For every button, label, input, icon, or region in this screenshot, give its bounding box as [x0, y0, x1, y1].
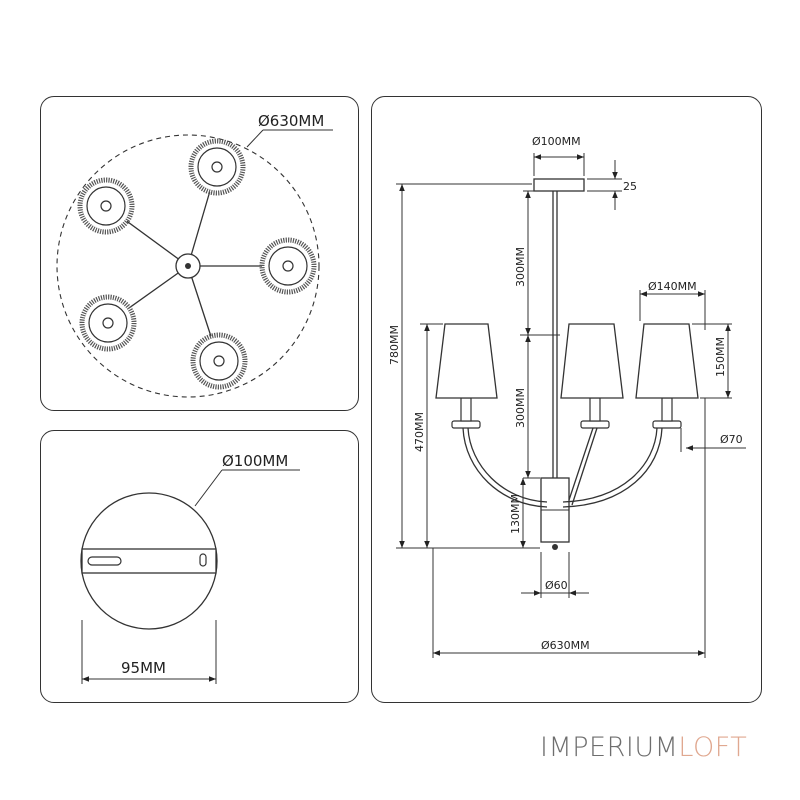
body-height-label: 130MM — [509, 494, 522, 534]
side-view-panel — [371, 96, 762, 703]
cup — [652, 420, 682, 429]
shade — [435, 323, 498, 399]
shade-top — [79, 294, 137, 352]
shade-top — [190, 332, 248, 390]
shade — [560, 323, 624, 399]
shade-top — [259, 237, 317, 295]
top-view-diameter-label: Ø630MM — [258, 112, 324, 130]
total-height-label: 780MM — [388, 325, 401, 365]
brand-word-main: IMPERIUM — [540, 732, 679, 763]
socket — [460, 397, 472, 422]
canopy-height-label: 25 — [623, 180, 637, 193]
body-diameter-label: Ø60 — [545, 579, 568, 592]
socket — [589, 397, 601, 422]
mounting-slot — [87, 556, 122, 566]
shade-height-label: 150MM — [714, 337, 727, 377]
arm-curve — [462, 427, 548, 508]
plate-diameter-label: Ø100MM — [222, 452, 288, 470]
span-diameter-label: Ø630MM — [541, 639, 590, 652]
rod-lower-label: 300MM — [514, 388, 527, 428]
arm-curve — [562, 427, 663, 508]
shade-diameter-label: Ø140MM — [648, 280, 697, 293]
brand-word-accent: LOFT — [678, 732, 748, 763]
canopy — [533, 178, 585, 192]
shade-top — [77, 177, 135, 235]
plate-depth-label: 95MM — [121, 659, 166, 677]
side-view-drawing: Ø100MM 25 300MM 300MM 780MM 470MM 130MM … — [388, 135, 746, 658]
plate-drawing: Ø100MM 95MM — [80, 452, 300, 684]
cup-diameter-label: Ø70 — [720, 433, 743, 446]
rod-upper-label: 300MM — [514, 247, 527, 287]
canopy-diameter-label: Ø100MM — [532, 135, 581, 148]
arm-height-label: 470MM — [413, 412, 426, 452]
top-view-drawing: Ø630MM — [56, 112, 333, 398]
span-circle — [56, 134, 320, 398]
brand-logo: IMPERIUMLOFT — [540, 732, 747, 763]
socket — [661, 397, 673, 422]
shade-top — [188, 138, 246, 196]
shade — [635, 323, 699, 399]
mounting-hole — [199, 553, 207, 567]
cup — [580, 420, 610, 429]
cup — [451, 420, 481, 429]
